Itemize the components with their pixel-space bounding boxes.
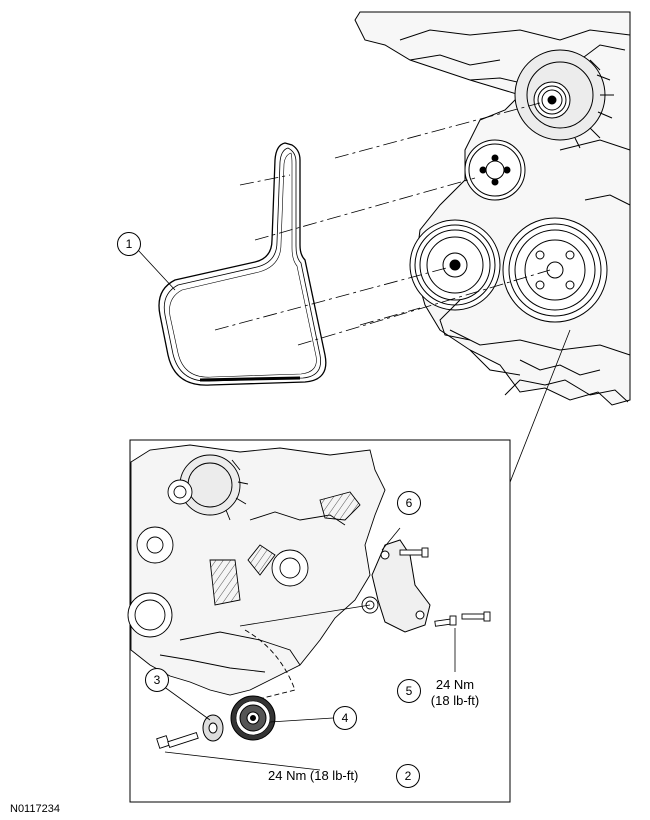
figure-id: N0117234 (10, 803, 60, 815)
callout-5: 5 (397, 679, 421, 703)
callout-6: 6 (397, 491, 421, 515)
callout-2: 2 (396, 764, 420, 788)
torque-spec-5-line1: 24 Nm (435, 677, 475, 692)
engine-front-view (354, 11, 631, 406)
detail-leader (504, 329, 571, 496)
callout-4: 4 (333, 706, 357, 730)
alignment-lines (214, 102, 551, 346)
drive-belt (158, 142, 327, 386)
dust-cover (202, 714, 224, 742)
callout-1: 1 (117, 232, 141, 256)
callout-3: 3 (145, 668, 169, 692)
idler-bolt (156, 731, 199, 749)
detail-engine-view (127, 444, 386, 701)
callout-leaders (137, 249, 401, 771)
torque-spec-2: 24 Nm (18 lb-ft) (268, 768, 359, 783)
idler-pulley (230, 695, 276, 741)
bracket-bolts (399, 547, 491, 672)
torque-spec-5-line2: (18 lb-ft) (430, 693, 480, 708)
